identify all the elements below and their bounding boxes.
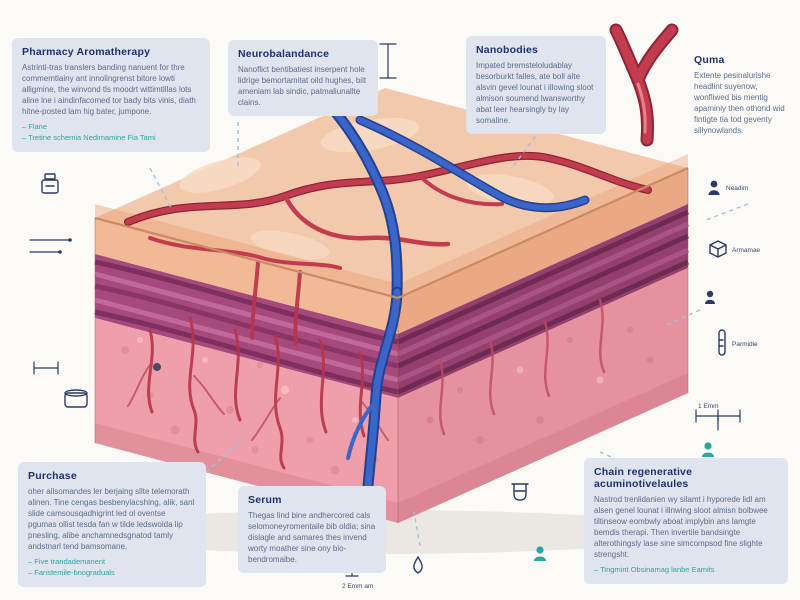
annotation-title: Neurobalandance xyxy=(238,48,330,60)
icon-label: Neadim xyxy=(726,185,748,192)
block-front-edges xyxy=(94,166,689,300)
annotation-neuro: Neurobalandance Nanoflict bentibatiest i… xyxy=(228,40,378,117)
annotation-purchase: Purchase oher allsomandes ler berjaing s… xyxy=(18,462,206,587)
annotation-pharmacy: Pharmacy Aromatherapy Astrinti-tras tran… xyxy=(12,38,210,152)
person-icon xyxy=(708,180,720,195)
dermis-layer-right xyxy=(398,268,688,523)
dermis-layer-front xyxy=(95,318,398,523)
annotation-title: Serum xyxy=(248,494,282,506)
annotation-body: oher allsomandes ler berjaing sllte tele… xyxy=(28,487,195,552)
annotation-link: Flane xyxy=(22,122,200,133)
icon-label: Armamae xyxy=(732,247,761,254)
annotation-serum: Serum Thegas lind bine andhercored cals … xyxy=(238,486,386,574)
block-corner-edges xyxy=(94,168,689,523)
annotation-title: Purchase xyxy=(28,470,77,482)
annotation-chain: Chain regenerative acuminotivelaules Nas… xyxy=(584,458,788,585)
capillary-network-right xyxy=(438,298,606,436)
leader-lines xyxy=(149,122,749,547)
veins xyxy=(326,102,590,504)
annotation-body: Thegas lind bine andhercored cals selomo… xyxy=(248,511,376,565)
annotation-quma: Quma Extente pesinalurlshe headlint suye… xyxy=(692,52,794,138)
scale-mark-top xyxy=(379,43,397,79)
person-teal-icon xyxy=(534,546,546,561)
vessel-graphic xyxy=(609,23,679,147)
annotation-nanobodies: Nanobodies Impated bremsteloludablay bes… xyxy=(466,36,606,135)
annotation-links: Flane Tretine schemia Nedimamine Fia Tam… xyxy=(22,122,200,144)
annotation-links: Tingmint Obsinamag lanbe Eamits xyxy=(594,565,778,576)
cream-jar-icon xyxy=(64,389,88,408)
chart-mark-left xyxy=(29,238,72,254)
scale-mark-left xyxy=(33,361,59,375)
droplet-icon xyxy=(413,556,423,574)
annotation-title: Chain regenerative acuminotivelaules xyxy=(594,466,693,491)
person-icon xyxy=(705,290,715,304)
dermis-texture-right xyxy=(426,327,654,444)
annotation-body: Impated bremsteloludablay besorburkt fal… xyxy=(476,61,594,126)
epidermis-layer-front xyxy=(95,218,398,334)
annotation-body: Extente pesinalurlshe headlint suyenow, … xyxy=(694,71,785,136)
capillary-branches-front xyxy=(127,361,389,441)
icon-label: Parmidie xyxy=(732,341,758,348)
annotation-link: Tretine schemia Nedimamine Fia Tami xyxy=(22,133,200,144)
capillary-network-front xyxy=(147,316,366,470)
skin-top-face xyxy=(95,88,688,298)
annotation-body: Nastrod trenlidanien wy silamt i hypored… xyxy=(594,495,768,560)
beaker-icon xyxy=(511,483,529,501)
annotation-link: Five trandademanent xyxy=(28,557,196,568)
epidermis-layer-right xyxy=(398,168,688,334)
annotation-body: Astrinti-tras translers banding nanuent … xyxy=(22,63,196,117)
purple-stripes-right xyxy=(396,209,690,395)
purple-stripes-front xyxy=(94,259,399,395)
annotation-link: Fanstemile-bnograduals xyxy=(28,568,196,579)
annotation-title: Pharmacy Aromatherapy xyxy=(22,46,151,58)
medicine-jar-icon xyxy=(41,173,59,194)
annotation-title: Quma xyxy=(694,54,725,66)
person-teal-icon xyxy=(702,442,714,457)
pore-dot xyxy=(153,363,161,371)
icon-label: 1 Emm xyxy=(698,403,719,410)
package-box-icon xyxy=(709,240,727,258)
annotation-footer: Tingmint Obsinamag lanbe Eamits xyxy=(594,565,778,576)
annotation-body: Nanoflict bentibatiest inserpent hole li… xyxy=(238,65,367,108)
scale-mark-right xyxy=(695,409,741,431)
annotation-title: Nanobodies xyxy=(476,44,539,56)
icon-label: 2 Emm am xyxy=(342,583,373,590)
artery-connectors xyxy=(250,260,302,346)
surface-arteries xyxy=(124,151,652,270)
dermis-bottom-right xyxy=(398,373,688,523)
annotation-links: Five trandademanent Fanstemile-bnogradua… xyxy=(28,557,196,579)
vial-icon xyxy=(718,329,726,356)
